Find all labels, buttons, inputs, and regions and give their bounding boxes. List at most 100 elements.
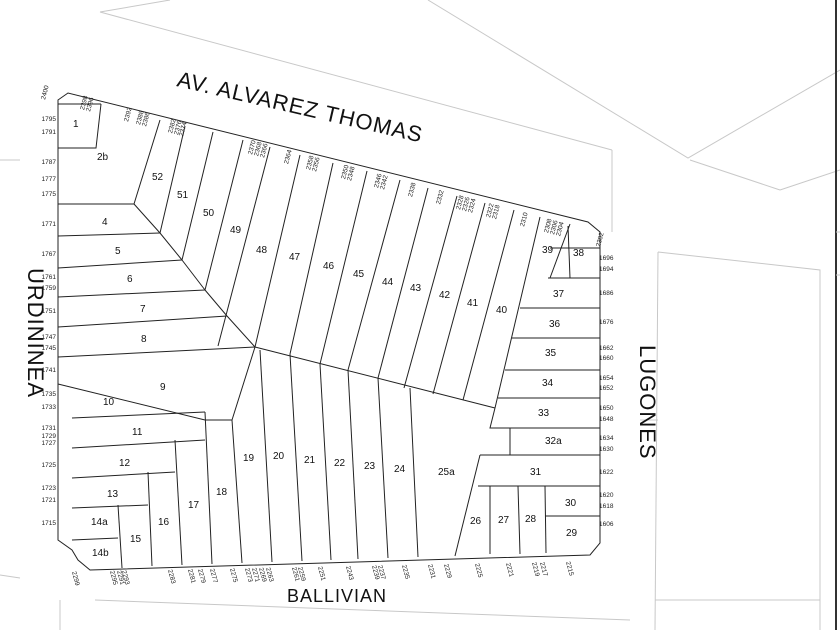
address-number: 2299 xyxy=(70,571,81,587)
lot-10: 10 xyxy=(103,397,115,408)
lot-30: 30 xyxy=(565,498,577,509)
address-number: 1620 xyxy=(599,492,614,499)
address-number: 1696 xyxy=(599,255,614,262)
lot-2b: 2b xyxy=(97,152,109,163)
lot-23: 23 xyxy=(364,461,376,472)
address-number: 2364 xyxy=(283,149,294,165)
address-number: 2217 xyxy=(538,561,549,577)
lot-37: 37 xyxy=(553,289,565,300)
address-number: 1761 xyxy=(42,274,57,281)
address-number: 1759 xyxy=(42,285,57,292)
address-number: 2350 xyxy=(340,164,351,180)
address-number: 2338 xyxy=(407,182,418,198)
lot-34: 34 xyxy=(542,378,554,389)
address-number: 2279 xyxy=(196,568,207,584)
address-number: 2396 xyxy=(85,96,96,112)
lot-9: 9 xyxy=(160,382,166,393)
address-number: 2275 xyxy=(228,568,239,584)
address-number: 1648 xyxy=(599,416,614,423)
address-number: 2221 xyxy=(504,562,515,578)
address-number: 1725 xyxy=(42,462,57,469)
address-number: 1723 xyxy=(42,485,57,492)
lot-42: 42 xyxy=(439,290,451,301)
address-number: 2237 xyxy=(376,565,387,581)
address-number: 1735 xyxy=(42,391,57,398)
lot-38: 38 xyxy=(573,248,585,259)
address-number: 2283 xyxy=(166,569,177,585)
address-number: 2310 xyxy=(519,211,530,227)
address-number: 2302 xyxy=(595,231,606,247)
address-number: 2306 xyxy=(549,219,560,235)
lot-21: 21 xyxy=(304,455,316,466)
address-number: 2277 xyxy=(208,568,219,584)
lot-52: 52 xyxy=(152,172,164,183)
lot-17: 17 xyxy=(188,500,200,511)
lot-20: 20 xyxy=(273,451,285,462)
address-number: 1745 xyxy=(42,345,57,352)
address-number: 2366 xyxy=(259,142,270,158)
lot-33: 33 xyxy=(538,408,550,419)
address-number: 2374 xyxy=(178,121,189,137)
address-number: 2324 xyxy=(467,198,478,214)
address-number: 1622 xyxy=(599,469,614,476)
lot-18: 18 xyxy=(216,487,228,498)
street-name-east: LUGONES xyxy=(635,345,660,460)
address-number: 2368 xyxy=(253,141,264,157)
lot-41: 41 xyxy=(467,298,479,309)
lot-40: 40 xyxy=(496,305,508,316)
lot-47: 47 xyxy=(289,252,301,263)
address-number: 2273 xyxy=(243,567,254,583)
address-number: 2398 xyxy=(79,95,90,111)
lot-numbers: 1 2b 4 5 6 7 8 9 10 11 12 13 14a 14b 15 … xyxy=(73,119,585,559)
address-number: 1650 xyxy=(599,405,614,412)
address-number: 2225 xyxy=(473,563,484,579)
address-number: 1731 xyxy=(42,425,57,432)
lot-43: 43 xyxy=(410,283,422,294)
address-number: 2251 xyxy=(316,566,327,582)
address-number: 1771 xyxy=(42,221,57,228)
address-number: 1795 xyxy=(42,116,57,123)
lot-36: 36 xyxy=(549,319,561,330)
address-number: 1787 xyxy=(42,159,57,166)
address-number: 1751 xyxy=(42,308,57,315)
address-number: 1630 xyxy=(599,446,614,453)
lot-lines xyxy=(57,103,600,569)
lot-32a: 32a xyxy=(545,436,562,447)
lot-14b: 14b xyxy=(92,548,109,559)
lot-5: 5 xyxy=(115,246,121,257)
address-number: 2263 xyxy=(264,567,275,583)
address-number: 2269 xyxy=(257,567,268,583)
address-number: 2342 xyxy=(379,174,390,190)
address-number: 2239 xyxy=(370,565,381,581)
address-number: 1662 xyxy=(599,345,614,352)
address-number: 2388 xyxy=(135,110,146,126)
lot-31: 31 xyxy=(530,467,542,478)
address-number: 2308 xyxy=(543,218,554,234)
address-number: 2235 xyxy=(400,564,411,580)
address-number: 1747 xyxy=(42,334,57,341)
lot-11: 11 xyxy=(132,427,143,438)
lot-25a: 25a xyxy=(438,467,455,478)
address-number: 1777 xyxy=(42,176,57,183)
address-number: 2356 xyxy=(311,156,322,172)
address-number: 2326 xyxy=(461,196,472,212)
address-number: 2261 xyxy=(290,566,301,582)
address-number: 2293 xyxy=(120,570,131,586)
address-number: 1676 xyxy=(599,319,614,326)
lot-44: 44 xyxy=(382,277,394,288)
address-number: 2229 xyxy=(442,563,453,579)
address-number: 2392 xyxy=(123,106,134,122)
block-outline xyxy=(57,92,601,571)
lot-19: 19 xyxy=(243,453,255,464)
address-number: 1634 xyxy=(599,435,614,442)
lot-4: 4 xyxy=(102,217,108,228)
lot-45: 45 xyxy=(353,269,365,280)
address-number: 1715 xyxy=(42,520,57,527)
address-number: 2215 xyxy=(564,561,575,577)
address-number: 2332 xyxy=(435,189,446,205)
address-number: 1618 xyxy=(599,503,614,510)
address-number: 1767 xyxy=(42,251,57,258)
address-number: 2348 xyxy=(346,165,357,181)
